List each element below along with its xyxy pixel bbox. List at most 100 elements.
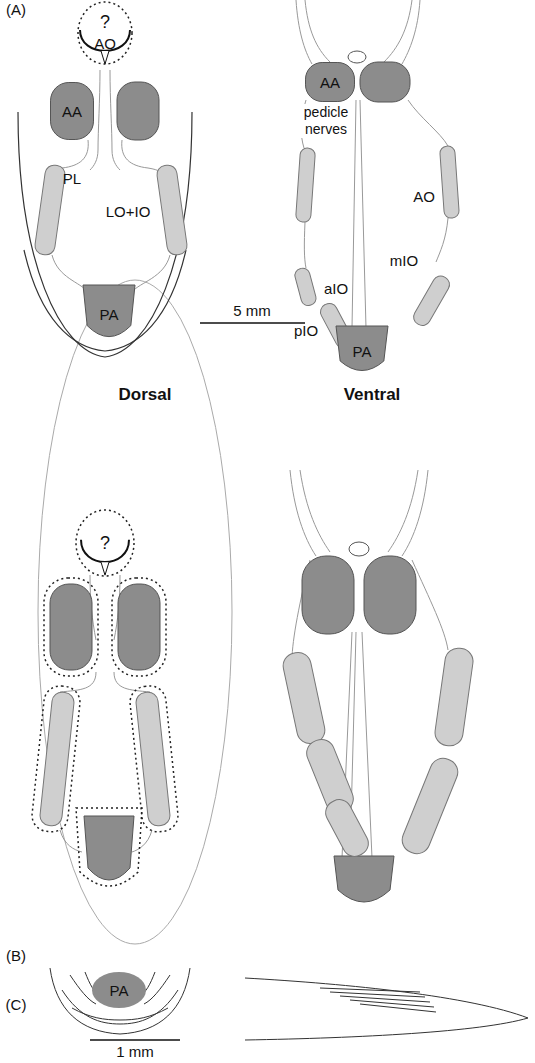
big-outline [38,280,232,944]
light-organ [411,273,453,328]
nerve-line [122,140,162,178]
dotted-outline [30,684,81,833]
organ-outline: ? AO [78,2,132,64]
nerve-line [132,830,152,852]
organ-shape [306,63,355,102]
tail-outline [50,968,190,1034]
nerve-line [290,470,316,556]
tail-outline [144,975,170,1004]
light-organ [135,691,171,827]
organ-pa: PA [83,285,135,343]
dorsal-organ [50,584,92,670]
nerve-line [352,100,356,328]
nerve-line [300,470,330,552]
part-label: (C) [6,996,27,1013]
light-organ [440,146,460,219]
light-organ [281,650,328,746]
dotted-outline [112,578,166,676]
dotted-outline [44,578,98,676]
organ-text-box: ? AO [78,2,132,64]
organ-shape [78,2,132,64]
organ-shape [78,2,132,64]
ventral-dot [349,542,369,556]
tail-outline [72,1008,168,1020]
nerve-line [402,470,428,556]
organ-text-box: PA [83,285,135,343]
part-label: LO+IO [106,203,151,220]
organ-pa: PA [92,972,146,1008]
tail-outline [350,1000,434,1007]
light-organ [293,267,317,308]
dorsal-organ [364,556,416,634]
part-label: mIO [390,252,418,269]
part-label: pIO [294,322,318,339]
scale-bar [90,323,305,1040]
nerve-line [362,632,372,858]
dorsal-organ [84,816,134,880]
body-outline [18,112,192,357]
nerve-line [402,0,420,64]
nerve-line [388,470,418,552]
organ-text-box: PA [92,972,146,1008]
view-heading: Ventral [344,386,401,403]
part-label: 5 mm [233,302,271,319]
light-organ [34,146,475,861]
part-label: AO [413,188,435,205]
organ-label: ? [100,535,110,552]
organ-aa: AA [50,82,94,140]
tail-outline [360,1004,436,1012]
organ-pa: PA [336,326,388,376]
dorsal-organ [118,584,160,670]
dotted-outline [76,808,142,886]
light-organ [34,164,66,256]
organ-shape [51,83,94,140]
organ-shape [83,285,135,337]
tail-outline [340,996,430,1002]
light-organ [156,164,188,256]
ventral-dot [348,51,366,63]
big-outline [38,280,232,944]
organ-text-box: AA [50,82,94,140]
nerve-line [304,222,306,268]
nerve-line [60,830,82,852]
part-label: (A) [6,1,26,18]
view-heading: Dorsal [119,386,172,403]
nerve-line [360,100,366,328]
dorsal-organ [117,82,159,140]
part-label: pedicle nerves [300,104,352,138]
nerve-line [132,255,170,292]
organ-label: PA [110,982,129,999]
nerve-line [296,0,312,64]
light-organ [398,754,461,857]
organ-label: PA [100,306,119,323]
tail-outline [320,988,420,992]
nerve-line [52,255,88,292]
light-organ [321,795,372,860]
tail-outline [245,978,528,1040]
organ-text-box: AA [305,62,355,102]
organ-stalk [101,51,109,64]
organ-shape [76,510,134,576]
organ-label: PA [353,343,372,360]
organ-outline: ? [76,510,134,576]
nerve-line [412,560,448,650]
body-outline [24,250,186,351]
dotted-outline [128,684,179,833]
organ-text-box: PA [336,326,388,376]
body-outline [18,112,192,357]
organ-aa: AA [305,62,355,102]
part-label: PL [63,170,81,187]
dorsal-organ [334,856,394,902]
scale-bar [90,1039,180,1041]
dorsal-organ [360,62,410,102]
organ-label: ? [100,14,110,31]
organ-label: AO [94,35,116,52]
light-organ [433,647,474,748]
scale-bar [200,322,305,324]
dorsal-organ [50,62,416,902]
nerve-line [305,0,330,62]
organ-shape [336,326,388,371]
tail-outline [50,968,528,1040]
part-label: (B) [6,947,26,964]
